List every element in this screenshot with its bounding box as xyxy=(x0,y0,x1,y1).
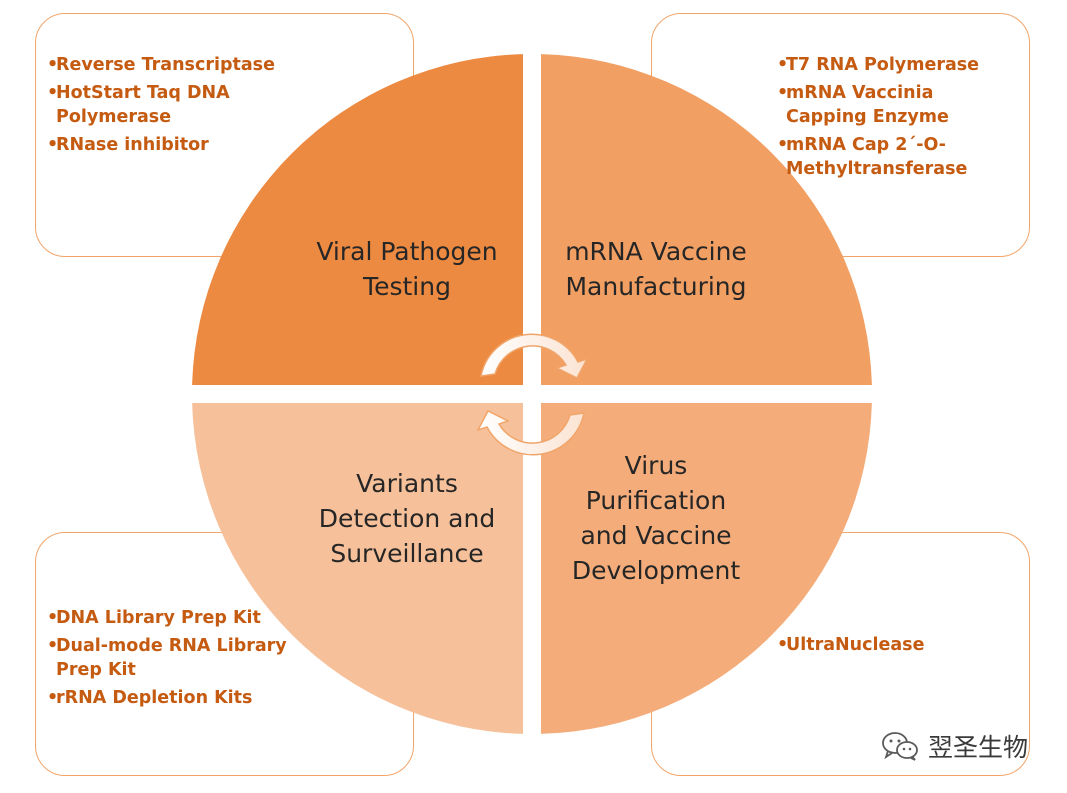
quadrant-top-right xyxy=(541,54,872,385)
label-line: Purification xyxy=(585,486,727,515)
quadrant-top-left xyxy=(192,54,523,385)
list-item: •mRNA Vaccinia Capping Enzyme xyxy=(777,81,1017,129)
cycle-arrow-bottom-icon xyxy=(476,410,585,456)
list-virus-purification-products: •UltraNuclease xyxy=(777,633,1017,661)
list-item: •T7 RNA Polymerase xyxy=(777,53,1017,77)
bullet: • xyxy=(47,636,59,656)
bullet: • xyxy=(47,135,59,155)
item-text: Reverse Transcriptase xyxy=(56,55,275,75)
quadrant-bottom-left xyxy=(192,403,523,734)
bullet: • xyxy=(47,688,59,708)
label-line: Development xyxy=(571,556,741,585)
label-line: mRNA Vaccine xyxy=(565,237,747,266)
item-text: HotStart Taq DNA Polymerase xyxy=(56,83,230,127)
label-line: Virus xyxy=(624,451,688,480)
list-item: •UltraNuclease xyxy=(777,633,1017,657)
list-item: •rRNA Depletion Kits xyxy=(47,686,297,710)
label-line: Viral Pathogen xyxy=(316,237,498,266)
label-variants-detection: Variants Detection and Surveillance xyxy=(296,466,518,571)
label-line: Testing xyxy=(363,272,451,301)
label-line: Surveillance xyxy=(330,539,484,568)
bullet: • xyxy=(47,55,59,75)
label-mrna-vaccine-manufacturing: mRNA Vaccine Manufacturing xyxy=(545,234,767,304)
list-variants-products: •DNA Library Prep Kit •Dual-mode RNA Lib… xyxy=(47,606,297,714)
item-text: mRNA Cap 2´-O-Methyltransferase xyxy=(786,135,968,179)
list-item: •Dual-mode RNA Library Prep Kit xyxy=(47,634,297,682)
label-viral-pathogen-testing: Viral Pathogen Testing xyxy=(296,234,518,304)
wechat-icon xyxy=(880,730,920,762)
item-text: mRNA Vaccinia Capping Enzyme xyxy=(786,83,949,127)
quadrant-bottom-right xyxy=(541,403,872,734)
list-mrna-vaccine-products: •T7 RNA Polymerase •mRNA Vaccinia Cappin… xyxy=(777,53,1017,185)
list-viral-pathogen-products: •Reverse Transcriptase •HotStart Taq DNA… xyxy=(47,53,297,161)
item-text: T7 RNA Polymerase xyxy=(786,55,980,75)
list-item: •mRNA Cap 2´-O-Methyltransferase xyxy=(777,133,1017,181)
bullet: • xyxy=(777,635,789,655)
cycle-arrow-top-icon xyxy=(480,333,589,379)
list-item: •HotStart Taq DNA Polymerase xyxy=(47,81,297,129)
label-line: Manufacturing xyxy=(565,272,747,301)
bullet: • xyxy=(47,608,59,628)
label-line: Variants xyxy=(356,469,458,498)
list-item: •Reverse Transcriptase xyxy=(47,53,297,77)
label-line: and Vaccine xyxy=(580,521,732,550)
bullet: • xyxy=(47,83,59,103)
item-text: RNase inhibitor xyxy=(56,135,209,155)
watermark: 翌圣生物 xyxy=(880,728,1028,764)
bullet: • xyxy=(777,135,789,155)
label-virus-purification: Virus Purification and Vaccine Developme… xyxy=(545,448,767,588)
bullet: • xyxy=(777,83,789,103)
watermark-text: 翌圣生物 xyxy=(928,733,1029,762)
item-text: DNA Library Prep Kit xyxy=(56,608,261,628)
bullet: • xyxy=(777,55,789,75)
list-item: •DNA Library Prep Kit xyxy=(47,606,297,630)
item-text: Dual-mode RNA Library Prep Kit xyxy=(56,636,287,680)
item-text: UltraNuclease xyxy=(786,635,925,655)
list-item: •RNase inhibitor xyxy=(47,133,297,157)
item-text: rRNA Depletion Kits xyxy=(56,688,253,708)
label-line: Detection and xyxy=(318,504,496,533)
